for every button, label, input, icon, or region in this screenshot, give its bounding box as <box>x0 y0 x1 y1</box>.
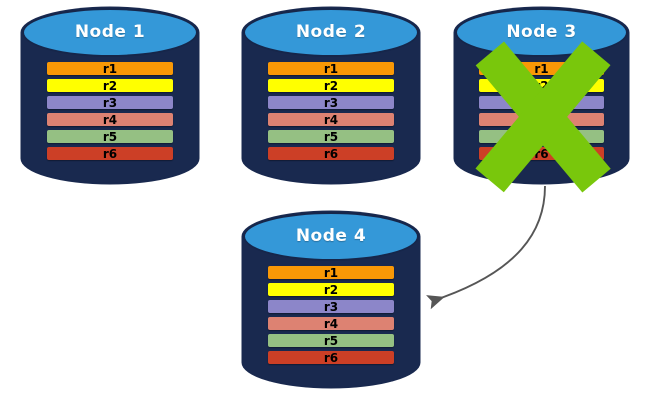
node-1-row-r4[interactable]: r4 <box>46 112 174 127</box>
node-3[interactable]: Node 3 r1 r2 r3 r4 r5 r6 <box>455 8 628 183</box>
node-4-row-r2-label: r2 <box>323 282 339 297</box>
node-3-row-r1-label: r1 <box>534 61 549 76</box>
node-4-row-r1[interactable]: r1 <box>267 265 395 280</box>
node-2-row-r5-label: r5 <box>323 129 339 144</box>
node-1-row-r1-label: r1 <box>102 61 118 76</box>
node-1-row-r2[interactable]: r2 <box>46 78 174 93</box>
node-1-row-r1[interactable]: r1 <box>46 61 174 76</box>
node-3-row-r2[interactable]: r2 <box>479 78 604 93</box>
node-1-cylinder-top: Node 1 <box>22 8 198 57</box>
node-3-row-r2-label: r2 <box>534 78 549 93</box>
node-2[interactable]: Node 2 r1 r2 r3 r4 r5 r6 <box>243 8 419 183</box>
node-2-row-list: r1 r2 r3 r4 r5 r6 <box>267 61 395 161</box>
node-1[interactable]: Node 1 r1 r2 r3 r4 r5 r6 <box>22 8 198 183</box>
node-3-cylinder-top: Node 3 <box>455 8 628 57</box>
replication-arrow-path <box>426 185 546 310</box>
node-4-row-r2[interactable]: r2 <box>267 282 395 297</box>
node-2-title: Node 2 <box>295 21 367 42</box>
node-4-row-r4-label: r4 <box>323 316 339 331</box>
node-1-title: Node 1 <box>74 21 146 42</box>
node-1-row-r6-label: r6 <box>102 146 118 161</box>
node-1-row-r3[interactable]: r3 <box>46 95 174 110</box>
node-1-row-r5-label: r5 <box>102 129 118 144</box>
node-3-title: Node 3 <box>506 21 577 42</box>
node-2-row-r3[interactable]: r3 <box>267 95 395 110</box>
node-4-row-r6-label: r6 <box>323 350 339 365</box>
node-3-row-r3-label: r3 <box>534 95 549 110</box>
node-1-row-list: r1 r2 r3 r4 r5 r6 <box>46 61 174 161</box>
node-4-row-r3-label: r3 <box>323 299 339 314</box>
node-4[interactable]: Node 4 r1 r2 r3 r4 r5 r6 <box>243 212 419 387</box>
node-1-row-r5[interactable]: r5 <box>46 129 174 144</box>
node-3-row-r6-label: r6 <box>534 146 549 161</box>
node-2-cylinder-top: Node 2 <box>243 8 419 57</box>
node-2-row-r1-label: r1 <box>323 61 339 76</box>
node-2-row-r6[interactable]: r6 <box>267 146 395 161</box>
node-4-row-r6[interactable]: r6 <box>267 350 395 365</box>
node-2-row-r2[interactable]: r2 <box>267 78 395 93</box>
node-4-row-r1-label: r1 <box>323 265 339 280</box>
node-2-row-r6-label: r6 <box>323 146 339 161</box>
node-3-row-r6[interactable]: r6 <box>479 146 604 161</box>
node-2-row-r4[interactable]: r4 <box>267 112 395 127</box>
node-4-row-list: r1 r2 r3 r4 r5 r6 <box>267 265 395 365</box>
node-3-row-r3[interactable]: r3 <box>479 95 604 110</box>
node-2-row-r4-label: r4 <box>323 112 339 127</box>
node-3-row-r4[interactable]: r4 <box>479 112 604 127</box>
node-3-row-r5[interactable]: r5 <box>479 129 604 144</box>
node-1-row-r6[interactable]: r6 <box>46 146 174 161</box>
node-4-row-r4[interactable]: r4 <box>267 316 395 331</box>
node-3-row-r5-label: r5 <box>534 129 549 144</box>
node-4-row-r5[interactable]: r5 <box>267 333 395 348</box>
node-2-row-r5[interactable]: r5 <box>267 129 395 144</box>
node-3-row-r1[interactable]: r1 <box>479 61 604 76</box>
node-4-row-r3[interactable]: r3 <box>267 299 395 314</box>
node-1-row-r3-label: r3 <box>102 95 118 110</box>
node-2-row-r1[interactable]: r1 <box>267 61 395 76</box>
node-4-cylinder-top: Node 4 <box>243 212 419 261</box>
node-1-row-r4-label: r4 <box>102 112 118 127</box>
node-4-title: Node 4 <box>295 225 367 246</box>
node-2-row-r3-label: r3 <box>323 95 339 110</box>
node-2-row-r2-label: r2 <box>323 78 339 93</box>
node-3-row-list: r1 r2 r3 r4 r5 r6 <box>479 61 604 161</box>
node-1-row-r2-label: r2 <box>102 78 118 93</box>
node-3-row-r4-label: r4 <box>534 112 549 127</box>
node-4-row-r5-label: r5 <box>323 333 339 348</box>
